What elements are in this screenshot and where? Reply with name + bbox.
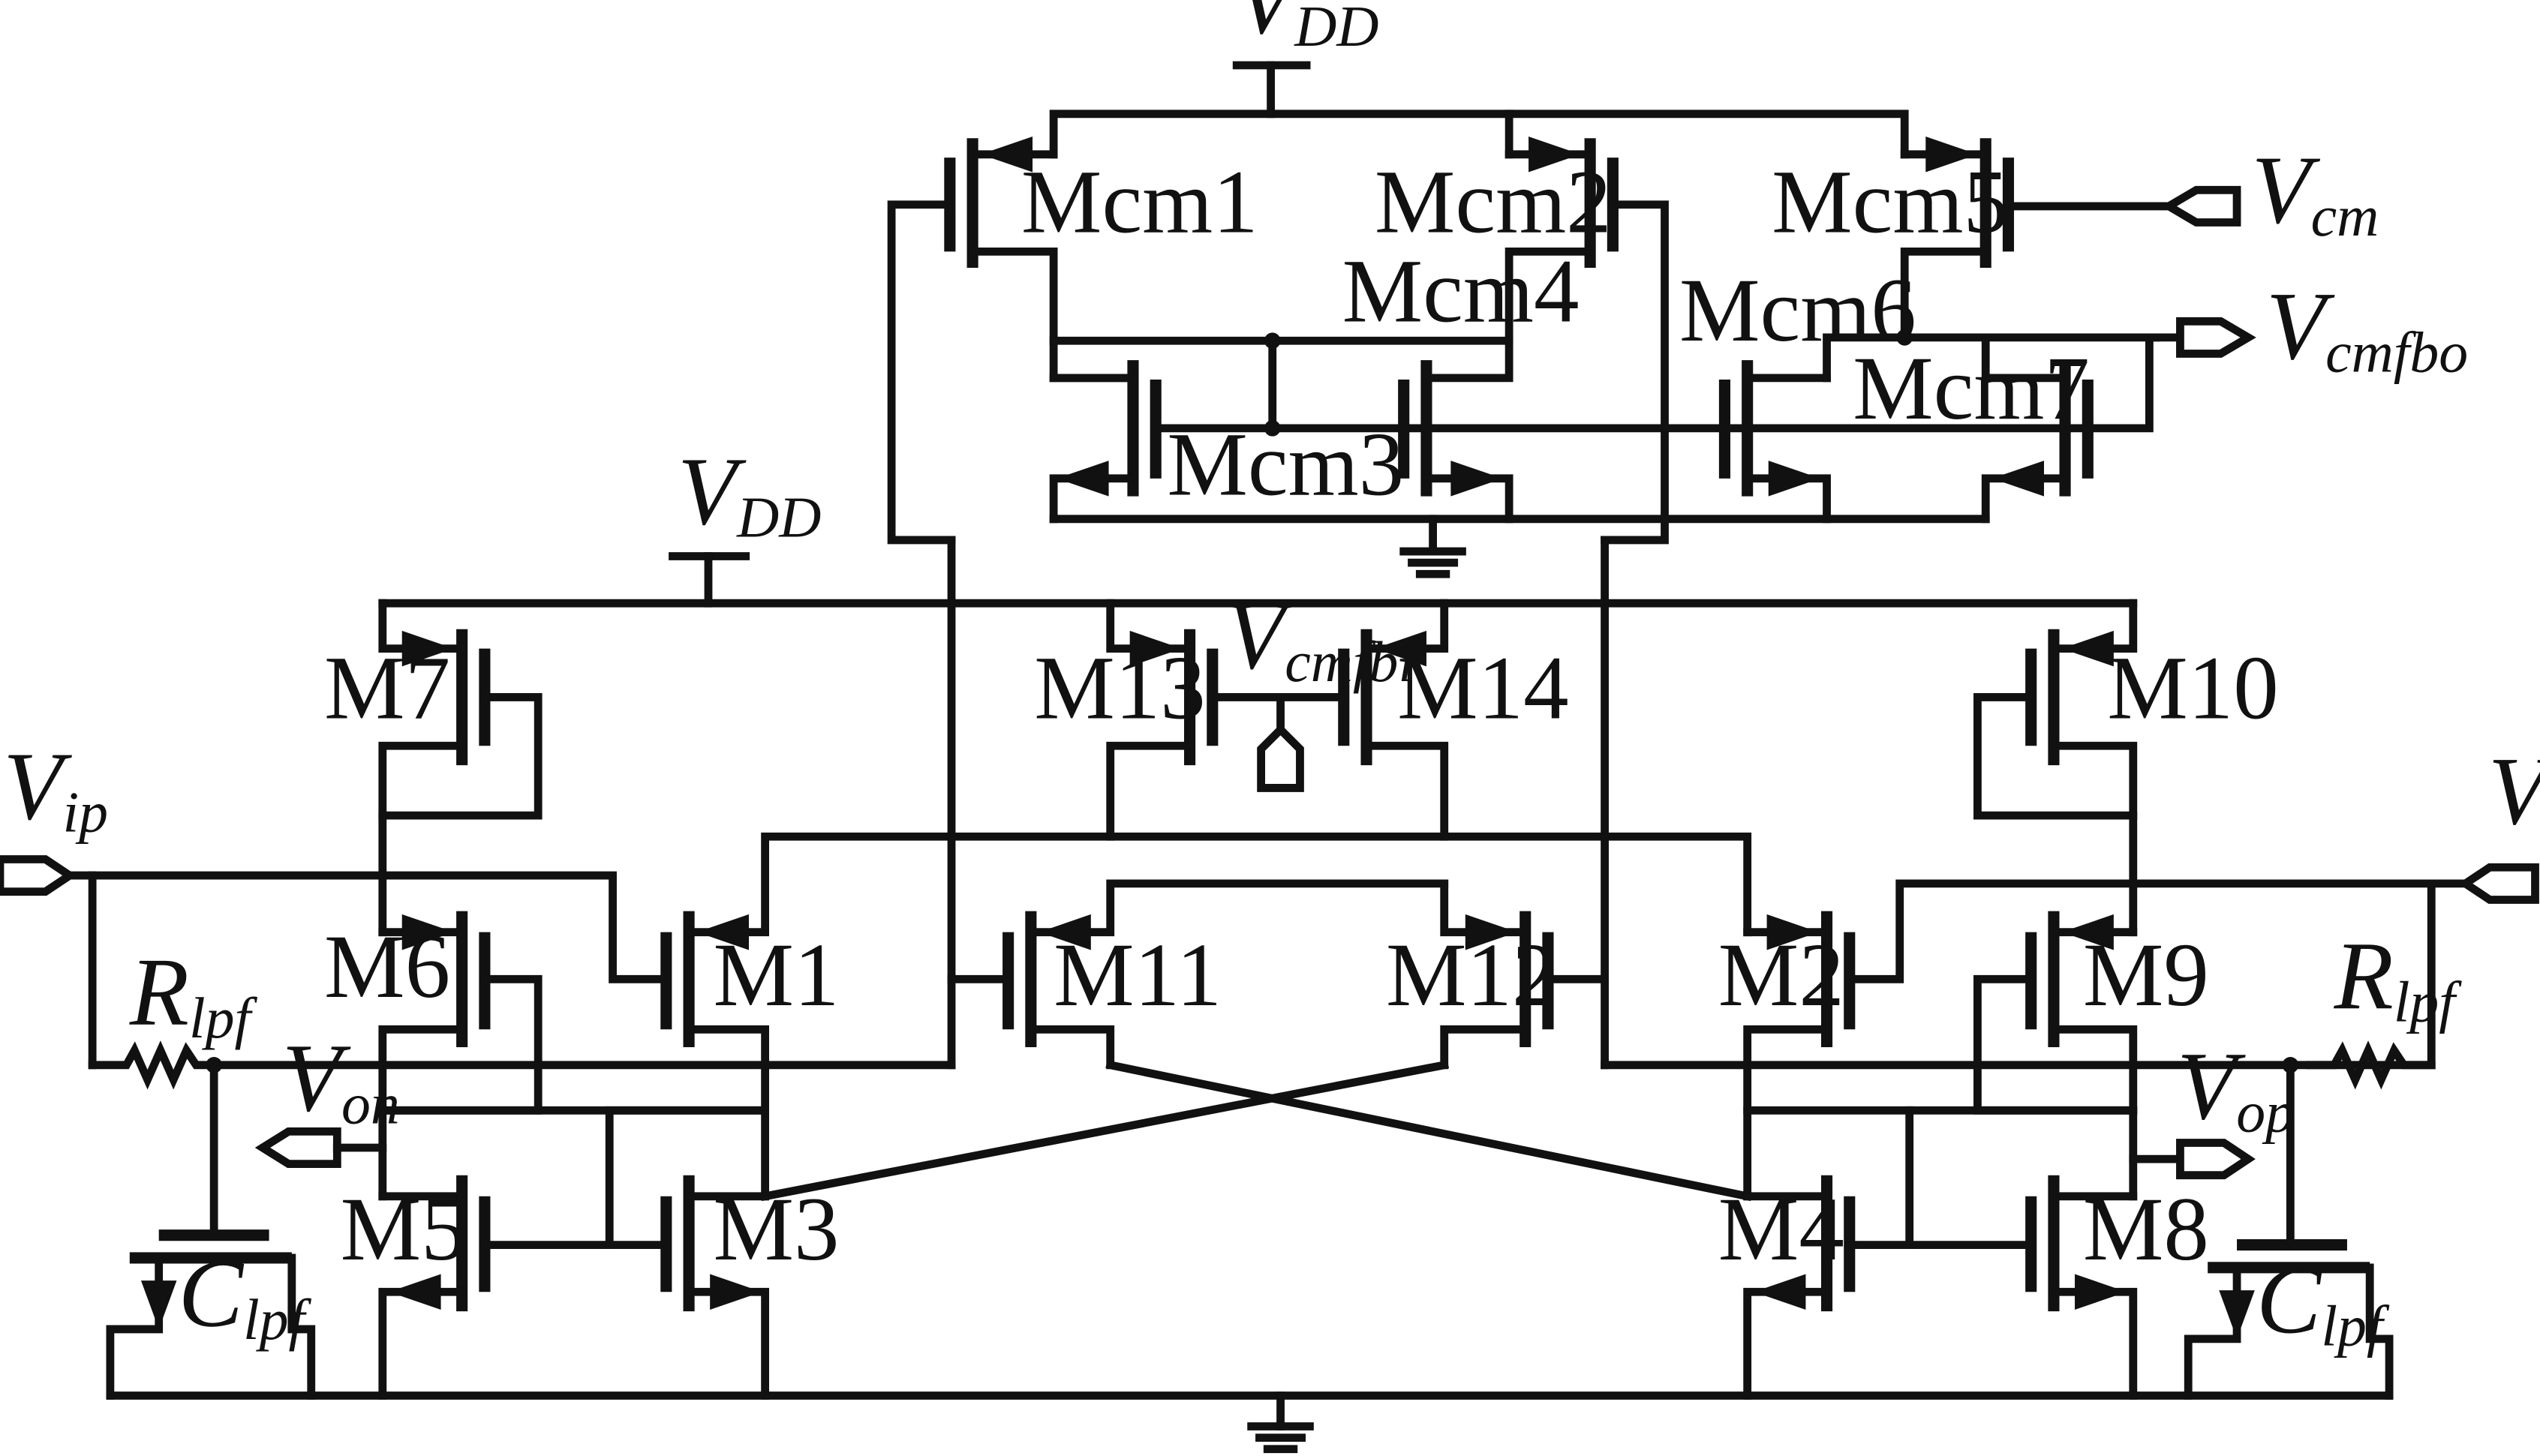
vcmfbi-label: Vcmfbi bbox=[1225, 583, 1414, 694]
transistor-m1: M1 bbox=[88, 832, 1752, 1201]
m12-label: M12 bbox=[1386, 925, 1558, 1025]
transistor-mcm7 bbox=[1981, 333, 2154, 524]
transistor-mcm4 bbox=[1398, 360, 1513, 524]
transistor-mcm5: Mcm5 bbox=[1772, 137, 2173, 342]
m13-label: M13 bbox=[1034, 638, 1206, 739]
mcm3-label: Mcm3 bbox=[1167, 414, 1404, 515]
vcmfbo-port: Vcmfbo bbox=[2145, 273, 2468, 384]
gnd-bottom-symbol bbox=[1247, 1391, 1314, 1454]
vip-label: Vip bbox=[3, 733, 108, 844]
m9-label: M9 bbox=[2083, 925, 2209, 1025]
rlpf-right: Rlpf bbox=[2305, 879, 2463, 1090]
transistor-m12: M12 bbox=[1386, 536, 1609, 1070]
vdd-top-label: VDD bbox=[1235, 0, 1378, 59]
vdd-mid-supply: VDD bbox=[669, 438, 821, 608]
m1-label: M1 bbox=[713, 925, 839, 1025]
vcm-label: Vcm bbox=[2251, 137, 2379, 248]
transistor-mcm2: Mcm2 bbox=[1375, 137, 1669, 545]
transistor-mcm1: Mcm1 bbox=[887, 137, 1258, 545]
mcm2-label: Mcm2 bbox=[1375, 152, 1612, 252]
clpf-right-label: Clpf bbox=[2256, 1247, 2390, 1358]
transistor-m10: M10 bbox=[1973, 599, 2279, 937]
transistor-m9: M9 bbox=[1973, 911, 2209, 1201]
m5-label: M5 bbox=[341, 1179, 467, 1280]
gnd-top-symbol bbox=[1399, 515, 1466, 578]
transistor-m6: M6 bbox=[324, 911, 543, 1201]
vdd-top-supply: VDD bbox=[1232, 0, 1379, 119]
cmfb-amplifier: VDD Mcm1 Mcm2 bbox=[887, 0, 2468, 578]
m14-label: M14 bbox=[1397, 638, 1569, 739]
transistor-m11: M11 bbox=[947, 536, 1449, 1070]
vip-port: Vip bbox=[0, 733, 108, 896]
transistor-mcm6 bbox=[1718, 360, 1831, 524]
transistor-mcm3: Mcm3 bbox=[1049, 360, 1404, 524]
rlpf-left: Rlpf bbox=[88, 939, 956, 1090]
vdd-mid-label: VDD bbox=[678, 438, 821, 549]
mcm7-label: Mcm7 bbox=[1853, 338, 2090, 439]
m11-label: M11 bbox=[1054, 925, 1222, 1025]
transistor-m2: M2 bbox=[1718, 879, 2436, 1201]
clpf-left: Clpf bbox=[106, 1061, 316, 1400]
vcmfbo-label: Vcmfbo bbox=[2266, 273, 2468, 384]
vop-label: Vop bbox=[2177, 1033, 2295, 1144]
transistor-m8: M8 bbox=[1905, 1175, 2209, 1400]
von-port: Von bbox=[254, 1025, 400, 1168]
clpf-right: Clpf bbox=[2184, 1061, 2394, 1400]
m6-label: M6 bbox=[324, 917, 450, 1017]
transistor-m7: M7 bbox=[324, 599, 543, 937]
transistor-m13: M13 bbox=[1034, 599, 1219, 841]
main-amplifier: VDD M7 M6 bbox=[0, 438, 2540, 1454]
transistor-m3: M3 bbox=[378, 1106, 840, 1400]
transistor-m4: M4 bbox=[1718, 1106, 2138, 1400]
rlpf-right-label: Rlpf bbox=[2334, 923, 2463, 1034]
vin-port: Vin bbox=[2427, 738, 2540, 904]
mcm4-label: Mcm4 bbox=[1342, 241, 1580, 341]
vin-label: Vin bbox=[2488, 738, 2540, 849]
rlpf-left-label: Rlpf bbox=[129, 939, 258, 1050]
m2-label: M2 bbox=[1718, 925, 1844, 1025]
m10-label: M10 bbox=[2107, 638, 2279, 739]
transistor-m14: M14 bbox=[1338, 599, 1569, 841]
m8-label: M8 bbox=[2083, 1179, 2209, 1280]
m7-label: M7 bbox=[324, 638, 450, 739]
mcm5-label: Mcm5 bbox=[1772, 152, 2009, 252]
mcm1-label: Mcm1 bbox=[1021, 152, 1258, 252]
m4-label: M4 bbox=[1718, 1179, 1844, 1280]
mcm6-label: Mcm6 bbox=[1679, 260, 1916, 361]
clpf-left-label: Clpf bbox=[179, 1241, 312, 1352]
vcm-port: Vcm bbox=[2160, 137, 2379, 248]
von-label: Von bbox=[282, 1025, 400, 1136]
transistor-m5: M5 bbox=[341, 1175, 614, 1400]
vcmfbi-port: Vcmfbi bbox=[1208, 583, 1414, 792]
vop-port: Vop bbox=[2129, 1033, 2295, 1180]
